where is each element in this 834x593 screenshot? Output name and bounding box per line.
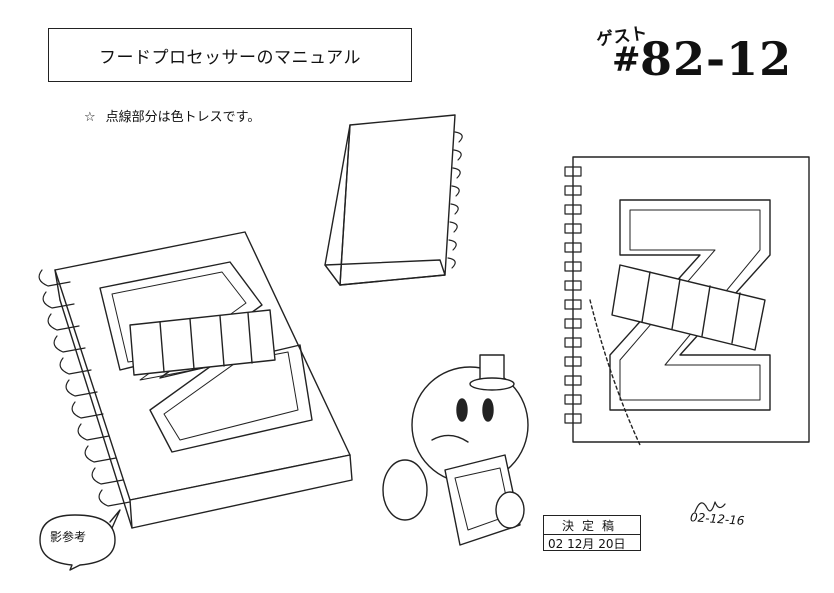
star-icon: ☆ — [84, 110, 96, 125]
stamp-year: 02 — [548, 537, 564, 551]
manual-closed — [324, 114, 463, 286]
stamp-month: 12 — [567, 537, 583, 551]
reference-bubble — [39, 514, 116, 571]
spiral-binding-closed — [447, 131, 463, 269]
approval-stamp: 決定稿 02 12月 20日 — [543, 515, 641, 551]
label-strip-large — [129, 309, 276, 376]
manual-front — [564, 156, 810, 446]
signature-scribble — [694, 501, 726, 513]
stamp-day-unit: 日 — [613, 537, 626, 551]
mascot-character — [382, 354, 529, 546]
page-title: フードプロセッサーのマニュアル — [99, 47, 361, 68]
note-text: 点線部分は色トレスです。 — [105, 110, 261, 125]
title-box: フードプロセッサーのマニュアル — [48, 28, 412, 82]
label-strip-front — [611, 264, 766, 351]
stamp-label: 決定稿 — [544, 517, 640, 535]
spiral-binding-front — [564, 166, 582, 424]
reference-bubble-text: 影参考 — [50, 530, 87, 544]
spiral-binding-large — [38, 269, 131, 507]
episode-number: 82-12 — [640, 32, 793, 86]
manual-large — [38, 231, 353, 529]
stamp-date: 02 12月 20日 — [548, 535, 638, 552]
stamp-month-unit: 月 — [582, 537, 595, 551]
hash-mark: # — [612, 40, 641, 80]
stamp-day: 20 — [598, 537, 614, 551]
color-trace-note: ☆ 点線部分は色トレスです。 — [84, 106, 260, 125]
z-logo-front — [609, 199, 771, 411]
